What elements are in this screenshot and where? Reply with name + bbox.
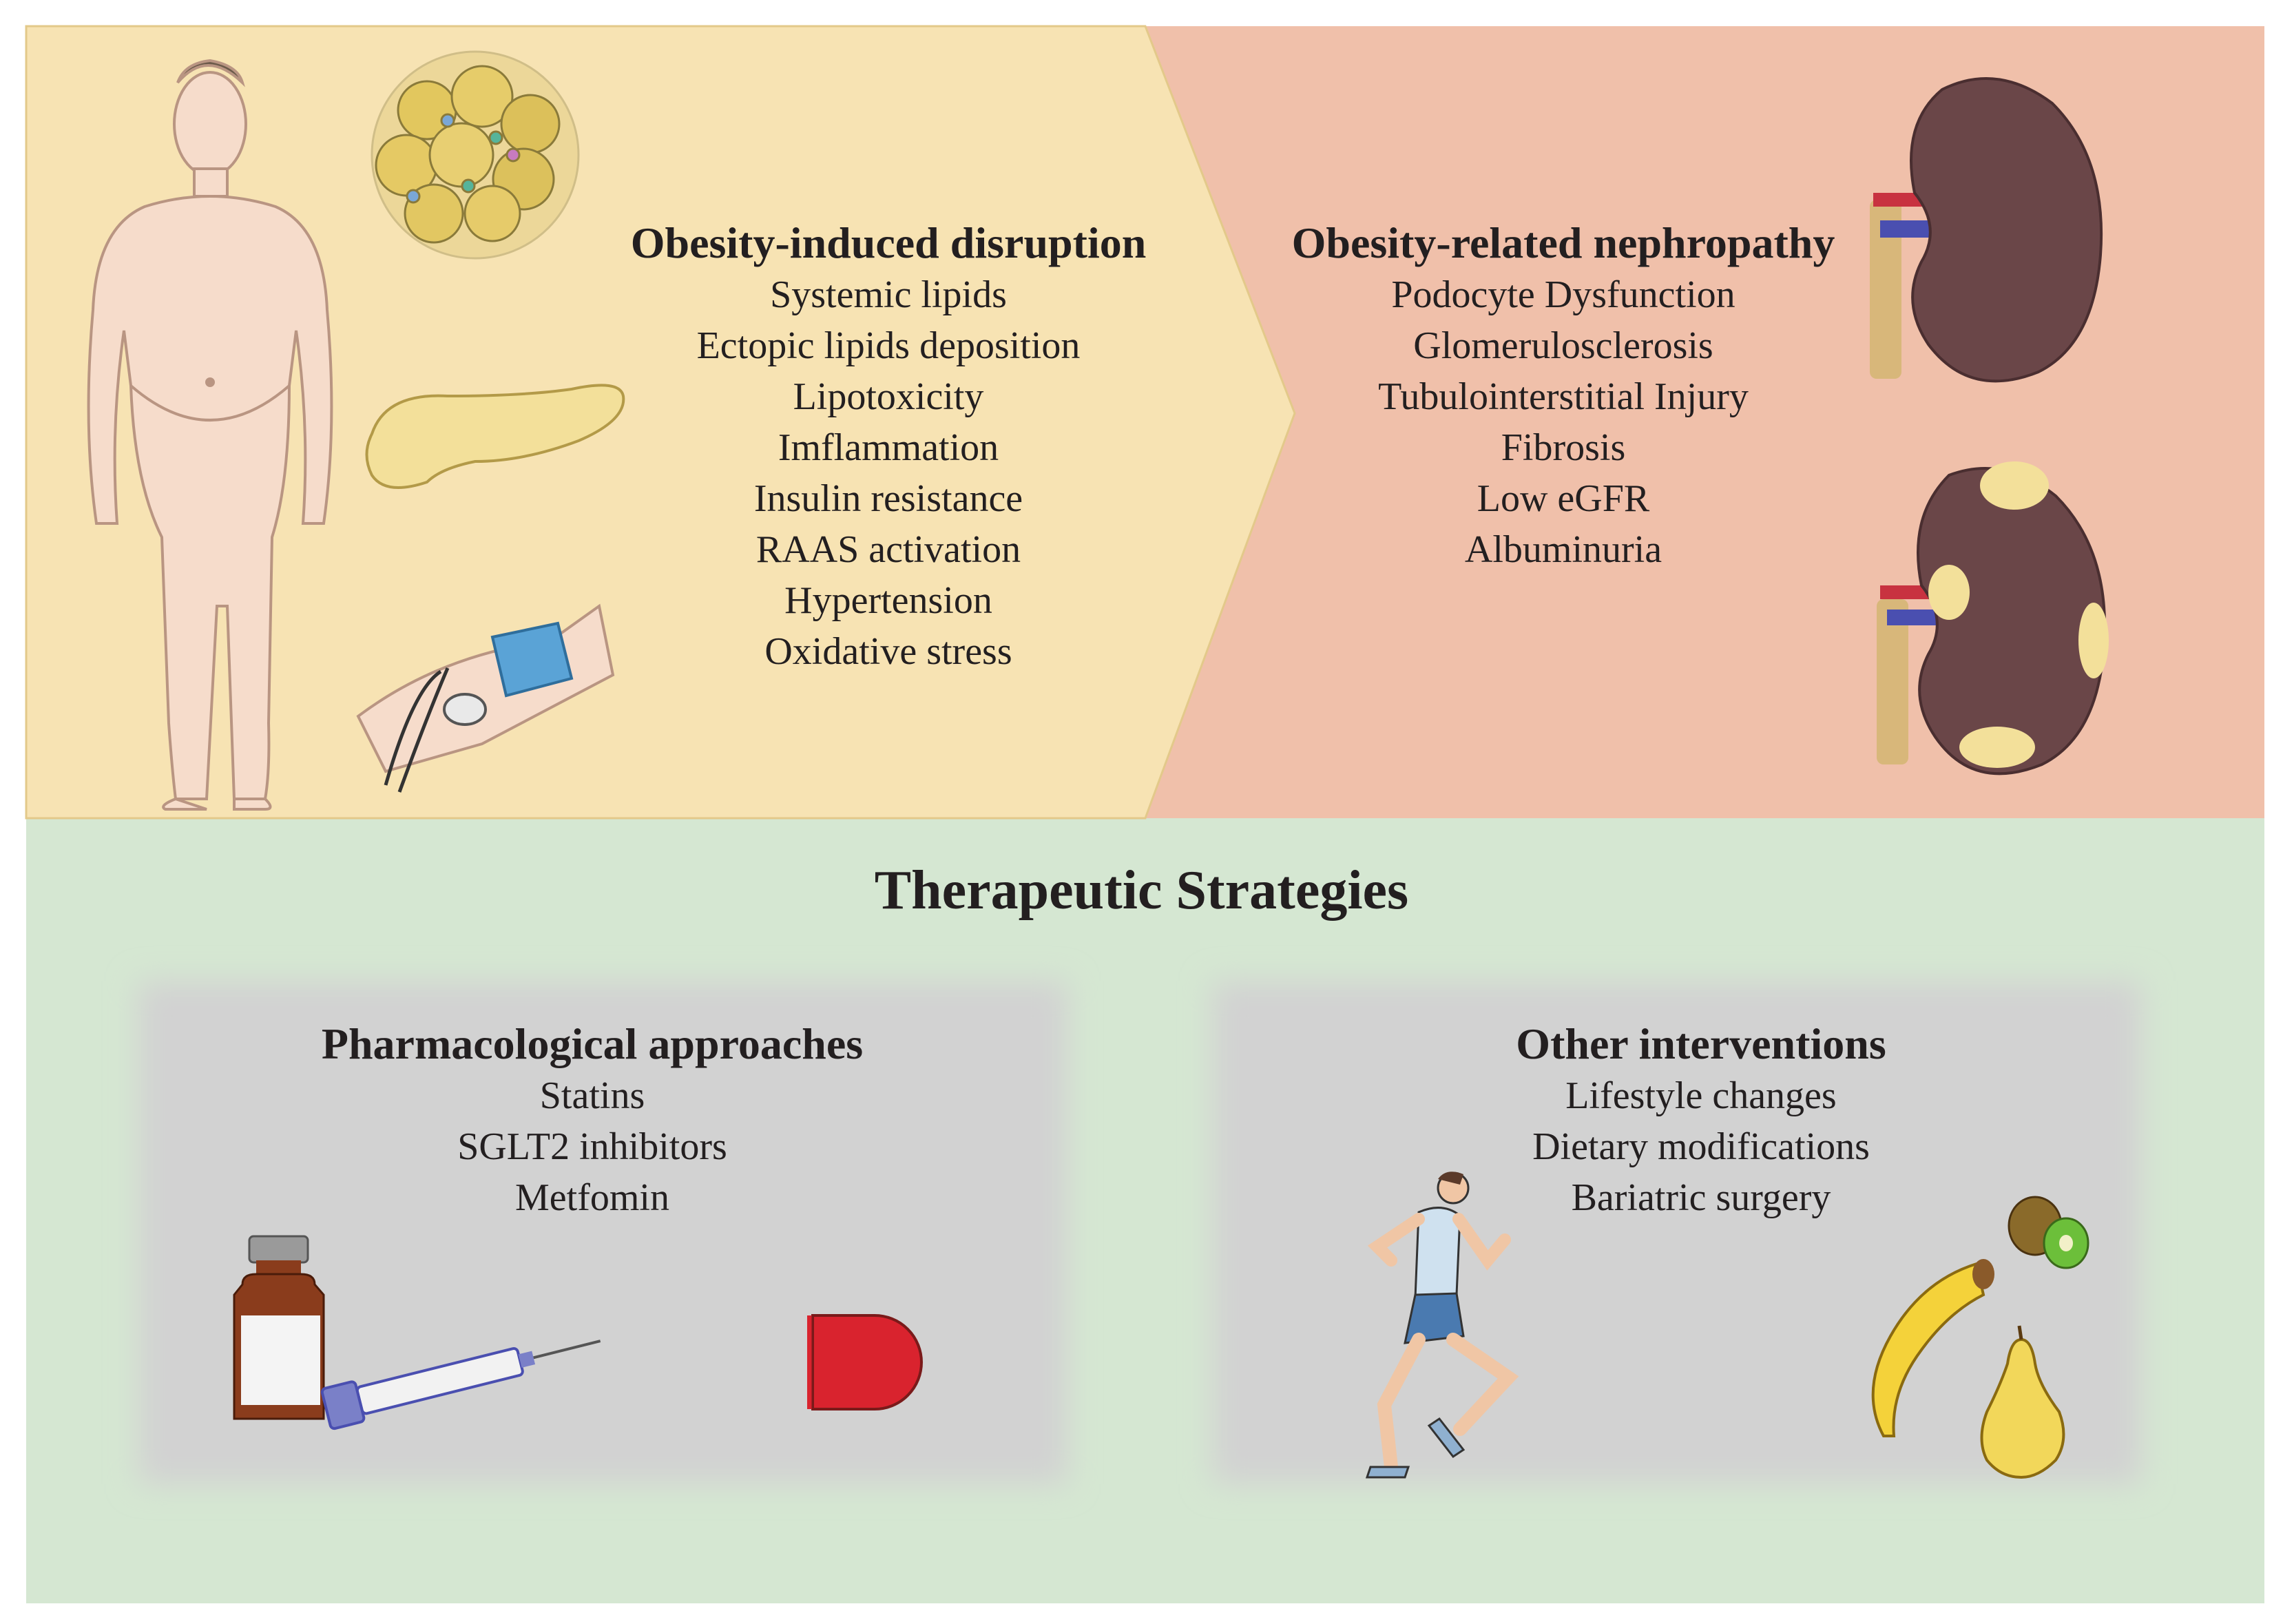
healthy-kidney-icon	[1870, 77, 2103, 383]
disruption-arrow-background	[25, 25, 1296, 820]
disruption-item: Insulin resistance	[753, 477, 1023, 520]
disruption-title: Obesity-induced disruption	[630, 218, 1147, 267]
pharmacological-item: SGLT2 inhibitors	[457, 1125, 727, 1168]
medicine-vial-icon	[233, 1235, 325, 1420]
disruption-item: Oxidative stress	[764, 630, 1012, 673]
nephropathy-item: Podocyte Dysfunction	[1391, 273, 1735, 316]
banana-icon	[1871, 1259, 1994, 1437]
other-item: Bariatric surgery	[1571, 1176, 1831, 1219]
nephropathy-item: Low eGFR	[1477, 477, 1650, 520]
nephropathy-item: Glomerulosclerosis	[1413, 324, 1713, 367]
other-interventions-box	[1212, 981, 2142, 1484]
disruption-item: Hypertension	[784, 579, 992, 622]
disruption-item: Lipotoxicity	[793, 375, 984, 418]
disruption-text-block: Obesity-induced disruption Systemic lipi…	[578, 217, 1198, 677]
obese-man-icon	[87, 59, 333, 811]
pharmacological-title: Pharmacological approaches	[321, 1019, 864, 1068]
nephropathy-text-block: Obesity-related nephropathy Podocyte Dys…	[1253, 217, 1873, 575]
other-title: Other interventions	[1516, 1019, 1886, 1068]
adipose-tissue-icon	[371, 50, 580, 260]
nephropathy-item: Tubulointerstitial Injury	[1378, 375, 1749, 418]
runner-icon	[1365, 1172, 1519, 1479]
syringe-icon	[320, 1340, 601, 1430]
therapeutic-title: Therapeutic Strategies	[874, 860, 1409, 921]
disruption-item: Ectopic lipids deposition	[696, 324, 1081, 367]
nephropathy-item: Fibrosis	[1501, 426, 1626, 469]
pancreas-icon	[365, 384, 625, 489]
other-text-block: Other interventions Lifestyle changes Di…	[1384, 1018, 2018, 1223]
pharmacological-text-block: Pharmacological approaches Statins SGLT2…	[275, 1018, 909, 1223]
pear-icon	[1980, 1325, 2065, 1479]
damaged-kidney-icon	[1877, 461, 2109, 775]
pharmacological-item: Statins	[539, 1074, 645, 1117]
nephropathy-title: Obesity-related nephropathy	[1291, 218, 1835, 267]
blood-pressure-cuff-icon	[356, 603, 615, 793]
nephropathy-item: Albuminuria	[1464, 528, 1662, 571]
disruption-item: Systemic lipids	[770, 273, 1007, 316]
pharmacological-item: Metfomin	[515, 1176, 669, 1219]
other-item: Lifestyle changes	[1565, 1074, 1837, 1117]
disruption-item: RAAS activation	[755, 528, 1021, 571]
other-item: Dietary modifications	[1532, 1125, 1870, 1168]
kiwi-icon	[2008, 1196, 2089, 1269]
disruption-item: Imflammation	[778, 426, 999, 469]
capsule-pill-icon	[807, 1314, 923, 1410]
